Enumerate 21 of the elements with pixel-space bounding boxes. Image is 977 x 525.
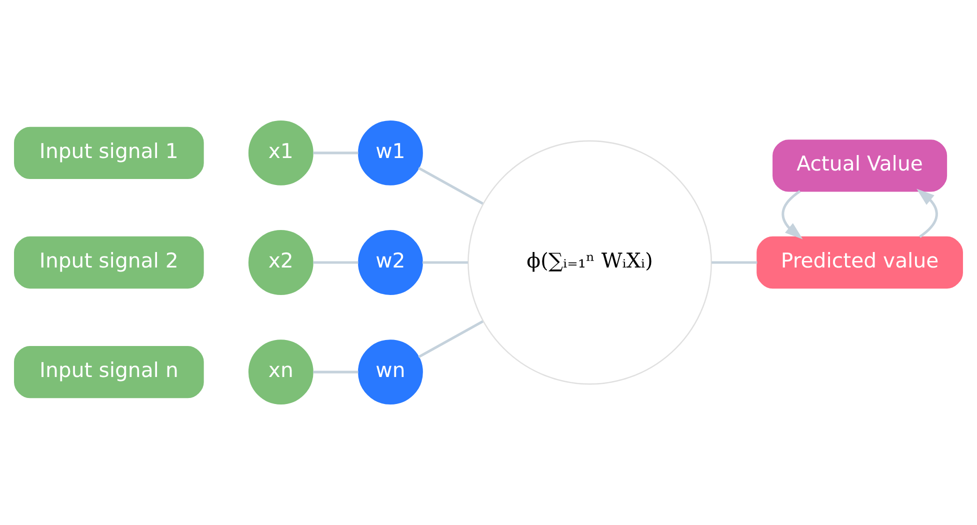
node-circle: x1 bbox=[248, 120, 314, 186]
node-circle: w1 bbox=[358, 120, 423, 186]
connector bbox=[418, 166, 484, 205]
node-circle: x2 bbox=[248, 230, 314, 295]
node-box: Input signal n bbox=[14, 346, 204, 398]
arrow bbox=[782, 190, 803, 240]
node-circle: ϕ(∑ᵢ₌₁ⁿ WᵢXᵢ) bbox=[468, 140, 712, 385]
connector bbox=[711, 261, 758, 264]
node-circle: w2 bbox=[358, 230, 423, 295]
node-circle: xn bbox=[248, 340, 314, 405]
node-box: Input signal 1 bbox=[14, 126, 204, 180]
connector bbox=[313, 152, 358, 154]
connector bbox=[313, 370, 358, 374]
arrow bbox=[916, 188, 938, 238]
node-box: Predicted value bbox=[756, 236, 963, 289]
node-circle: wn bbox=[358, 340, 423, 405]
node-box: Actual Value bbox=[772, 140, 948, 192]
connector bbox=[313, 261, 358, 264]
connector bbox=[418, 320, 484, 358]
node-box: Input signal 2 bbox=[14, 236, 204, 289]
connector bbox=[422, 261, 468, 264]
